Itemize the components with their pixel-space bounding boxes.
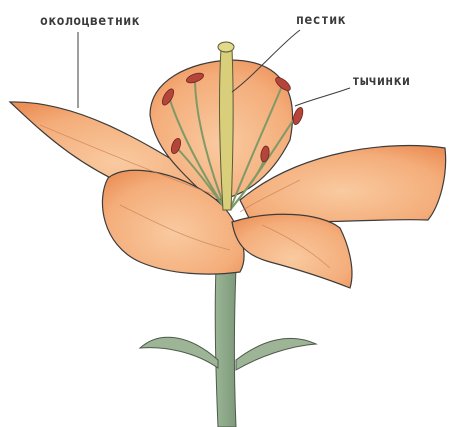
- label-stamens: тычинки: [352, 74, 410, 89]
- label-pistil: пестик: [296, 13, 346, 28]
- leaf-right: [236, 338, 316, 370]
- pistil: [220, 48, 234, 210]
- stigma: [218, 42, 234, 52]
- stem: [215, 268, 236, 427]
- label-perianth: околоцветник: [40, 14, 140, 29]
- leader-stamens: [295, 88, 350, 106]
- petal-front-right: [232, 214, 352, 288]
- leaf-left: [140, 337, 218, 368]
